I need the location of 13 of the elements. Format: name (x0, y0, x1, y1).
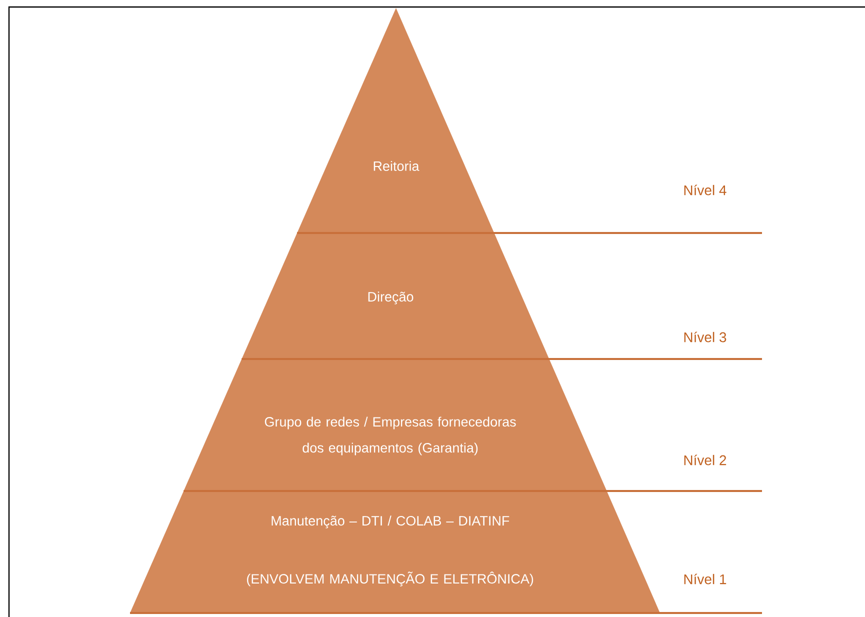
pyramid-band (130, 490, 660, 613)
level-label: Nível 1 (684, 574, 726, 584)
pyramid-band (297, 8, 494, 233)
band-label: Manutenção – DTI / COLAB – DIATINF (272, 516, 510, 528)
level-label: Nível 4 (684, 184, 726, 196)
level-label: Nível 3 (684, 332, 726, 342)
band-label: Grupo de redes / Empresas fornecedoras dos equipamentos (Garantia) (264, 416, 516, 456)
band-label: Reitoria (374, 161, 420, 171)
band-label: Direção (368, 292, 414, 304)
pyramid-band (242, 233, 550, 359)
band-label: (ENVOLVEM MANUTENÇÃO E ELETRÔNICA) (247, 572, 534, 586)
pyramid-band (184, 358, 607, 491)
level-label: Nível 2 (684, 454, 726, 466)
